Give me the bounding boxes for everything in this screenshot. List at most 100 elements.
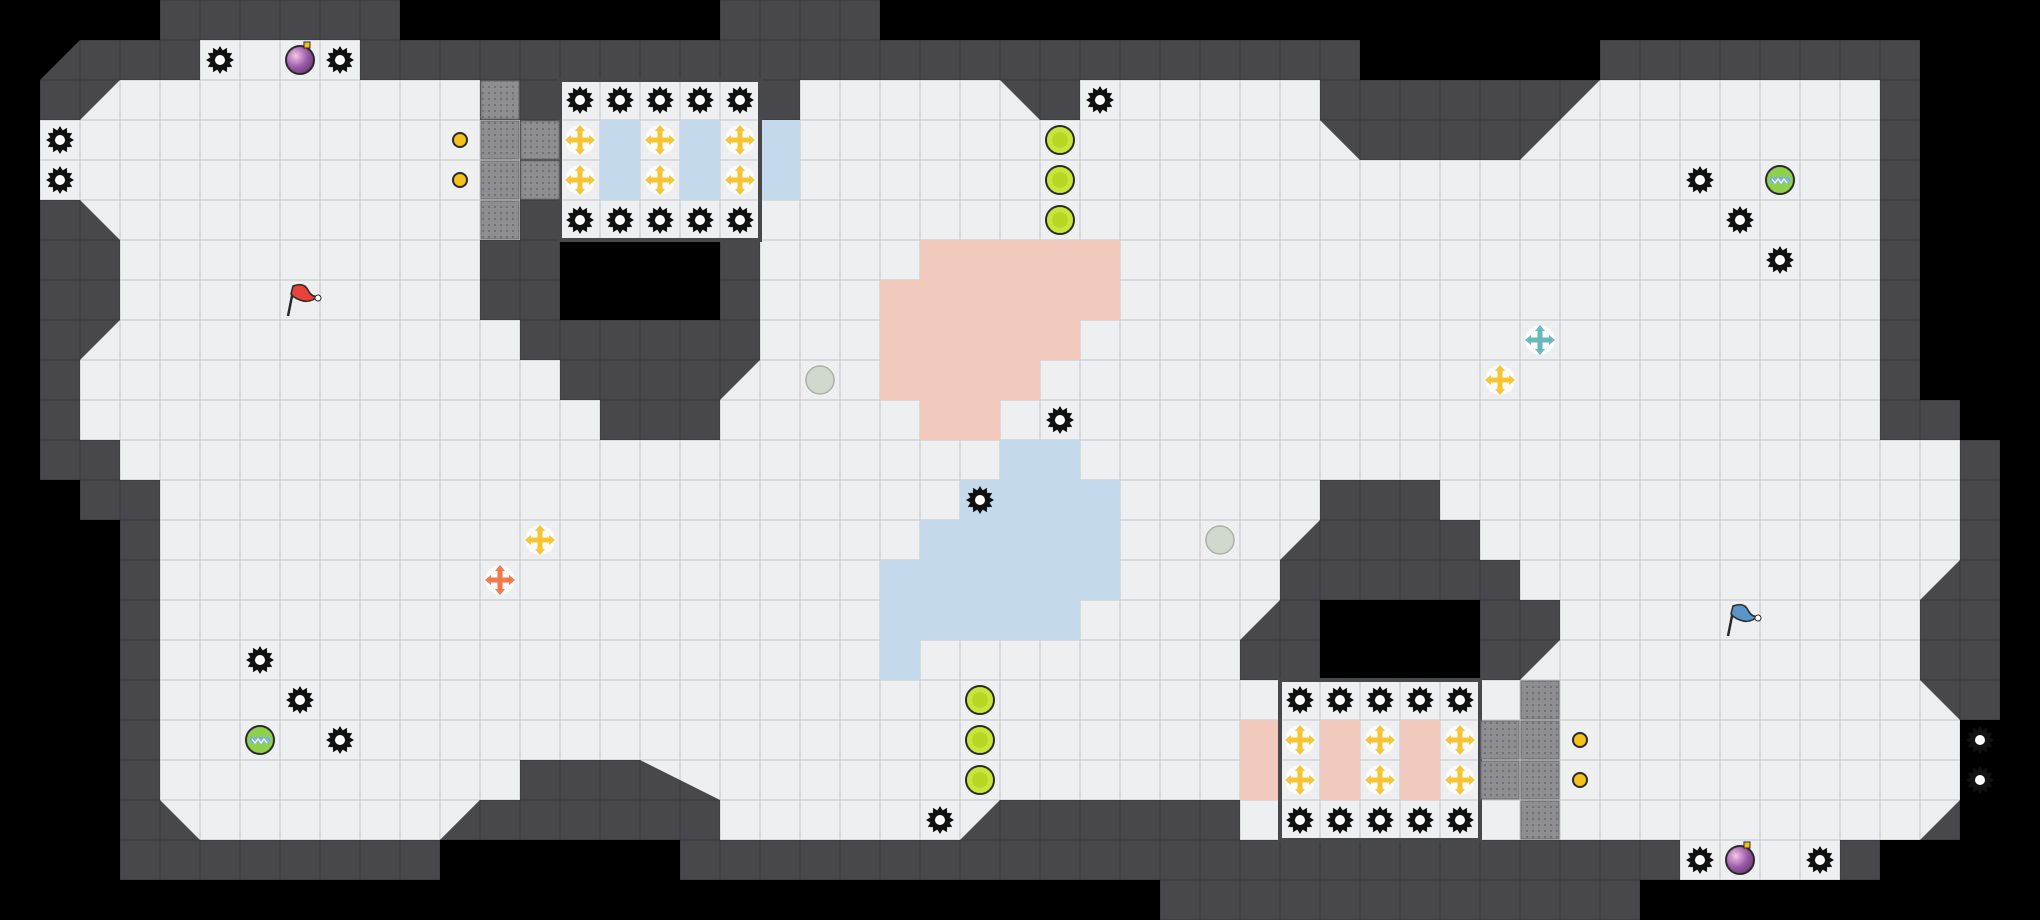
red-zone-tile [1000,240,1040,280]
blue-flag-icon[interactable] [1726,603,1762,637]
red-zone-tile [880,280,920,320]
lime-gem-icon[interactable] [1045,125,1075,155]
red-zone-tile [920,280,960,320]
metal-block [1520,680,1560,720]
blue-zone-tile [1080,560,1120,600]
booster-cross-icon[interactable] [725,125,755,155]
red-zone-tile [960,400,1000,440]
red-zone-tile [1040,320,1080,360]
red-zone-tile [880,320,920,360]
booster-cross-icon[interactable] [565,125,595,155]
spike-icon [1446,806,1474,834]
red-zone-tile [1080,240,1120,280]
lime-gem-icon[interactable] [1045,165,1075,195]
metal-block [520,160,560,200]
spike-icon [686,206,714,234]
metal-block [480,160,520,200]
gold-switch-icon[interactable] [452,172,468,188]
zones [558,78,1482,842]
red-flag-icon[interactable] [286,283,322,317]
spike-icon [966,486,994,514]
booster-cross-icon[interactable] [645,165,675,195]
blue-zone-tile [680,160,720,200]
red-zone-tile [960,240,1000,280]
booster-cross-icon[interactable] [525,525,555,555]
spike-icon [286,686,314,714]
lime-gem-icon[interactable] [965,765,995,795]
red-zone-tile [1040,240,1080,280]
metal-block [1480,760,1520,800]
spike-icon [46,166,74,194]
blue-zone-tile [600,160,640,200]
potion-orb-icon[interactable] [285,41,315,75]
metal-block [1520,800,1560,840]
gold-switch-icon[interactable] [452,132,468,148]
shield-orb-icon[interactable] [1765,165,1795,195]
blue-zone-tile [1000,600,1040,640]
spike-icon [326,46,354,74]
booster-cross-icon[interactable] [1285,725,1315,755]
spike-icon [1806,846,1834,874]
gold-switch-icon[interactable] [1572,772,1588,788]
booster-cross-icon[interactable] [1365,725,1395,755]
red-zone-tile [960,360,1000,400]
spike-icon [566,86,594,114]
blue-zone-tile [680,120,720,160]
lime-gem-icon[interactable] [1045,205,1075,235]
red-zone-tile [920,400,960,440]
ghost-orb-icon [1205,525,1235,555]
red-zone-tile [1320,760,1360,800]
red-zone-tile [1000,280,1040,320]
blue-zone-tile [880,640,920,680]
blue-zone-tile [960,520,1000,560]
blue-zone-tile [880,600,920,640]
spike-icon [1086,86,1114,114]
spike-icon [1726,206,1754,234]
booster-cross-icon[interactable] [645,125,675,155]
spike-icon [1366,806,1394,834]
booster-cross-icon[interactable] [1445,765,1475,795]
blue-zone-tile [1080,520,1120,560]
spike-icon [1766,246,1794,274]
spike-icon [1286,686,1314,714]
red-zone-tile [1400,760,1440,800]
booster-cross-icon[interactable] [1365,765,1395,795]
metal-block [1520,760,1560,800]
booster-cross-icon[interactable] [1285,765,1315,795]
spike-icon [1686,166,1714,194]
blue-zone-tile [960,600,1000,640]
lime-gem-icon[interactable] [965,685,995,715]
top-cage-frame [558,78,762,242]
potion-orb-icon[interactable] [1725,841,1755,875]
metal-block [480,200,520,240]
blue-zone-tile [960,560,1000,600]
gold-switch-icon[interactable] [1572,732,1588,748]
shield-orb-icon[interactable] [245,725,275,755]
spike-icon [606,206,634,234]
booster-cross-icon[interactable] [1525,325,1555,355]
blue-zone-tile [1000,560,1040,600]
metal-block [1520,720,1560,760]
blue-zone-tile [880,560,920,600]
spike-icon [646,206,674,234]
booster-cross-icon[interactable] [725,165,755,195]
spike-icon [1966,766,1994,794]
booster-cross-icon[interactable] [565,165,595,195]
booster-cross-icon[interactable] [1445,725,1475,755]
spike-icon [1446,686,1474,714]
items[interactable] [46,41,1994,875]
inner-void-bottom [1320,600,1480,680]
spike-icon [566,206,594,234]
blue-zone-tile [600,120,640,160]
metal-block [480,80,520,120]
metal-block [480,120,520,160]
blue-zone-tile [760,120,800,160]
red-zone-tile [960,320,1000,360]
booster-cross-icon[interactable] [485,565,515,595]
blue-zone-tile [1080,480,1120,520]
booster-cross-icon[interactable] [1485,365,1515,395]
lime-gem-icon[interactable] [965,725,995,755]
blue-zone-tile [1040,440,1080,480]
